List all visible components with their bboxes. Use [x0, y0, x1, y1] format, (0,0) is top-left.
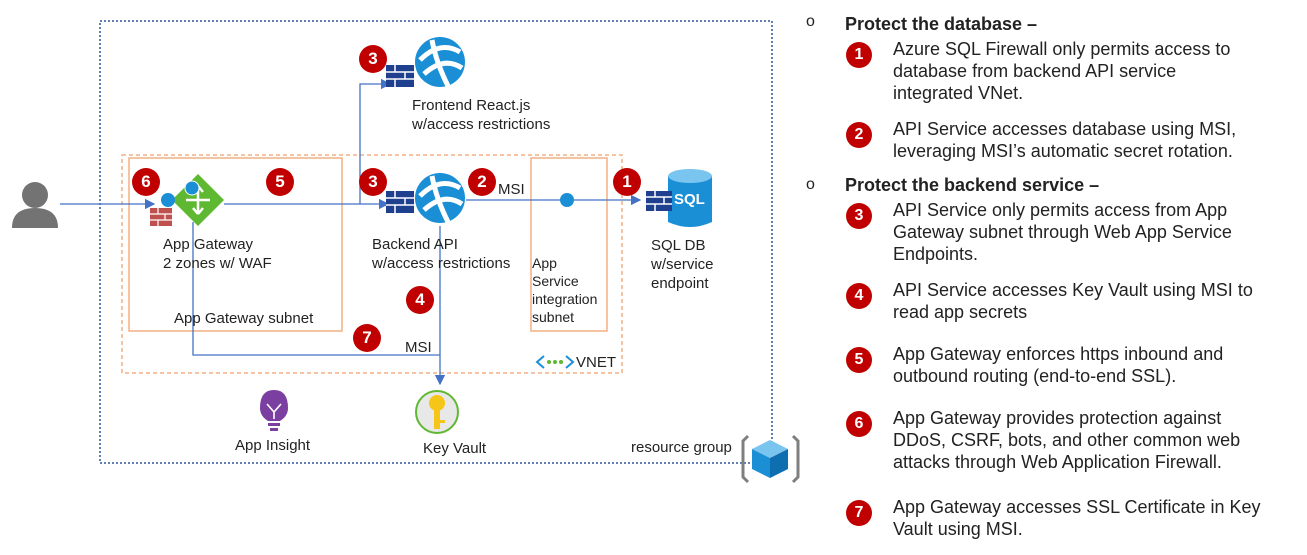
msi-label-top: MSI: [498, 181, 525, 198]
app-insight-label: App Insight: [235, 437, 311, 454]
section-bullet: o: [806, 176, 815, 193]
gateway-to-frontend-line: [359, 78, 392, 204]
vnet-boundary: [121, 154, 623, 374]
app-gateway-subnet-box: [128, 157, 343, 332]
badge-keyvault-api: 4: [406, 286, 434, 314]
gateway-to-keyvault-line: [192, 222, 440, 356]
backend-firewall-icon: [386, 191, 414, 213]
legend-item-2: 2 API Service accesses database using MS…: [846, 118, 1306, 162]
key-vault-label: Key Vault: [423, 440, 487, 457]
badge-msi: 2: [468, 168, 496, 196]
resource-group-label: resource group: [631, 439, 732, 456]
integration-endpoint-dot: [560, 193, 574, 207]
diagram-canvas: [12, 20, 800, 484]
integration-subnet-box: [530, 157, 608, 332]
legend-text-3: API Service only permits access from App…: [893, 200, 1232, 264]
app-gateway-icon: [172, 174, 224, 226]
waf-firewall-icon: [150, 208, 172, 226]
section-title-backend: Protect the backend service –: [845, 175, 1100, 195]
vnet-label: VNET: [576, 354, 617, 371]
legend-badge-3: 3: [846, 203, 872, 229]
legend-badge-1: 1: [846, 42, 872, 68]
legend-item-5: 5 App Gateway enforces https inbound and…: [846, 343, 1306, 387]
badge-waf: 6: [132, 168, 160, 196]
resource-group-icon: [741, 434, 800, 484]
legend-item-4: 4 API Service accesses Key Vault using M…: [846, 279, 1306, 323]
badge-backend: 3: [359, 168, 387, 196]
sql-icon-text: SQL: [674, 191, 705, 208]
legend-text-1: Azure SQL Firewall only permits access t…: [893, 39, 1231, 103]
waf-network-icon: [161, 193, 175, 207]
legend-panel: o Protect the database – 1 Azure SQL Fir…: [800, 0, 1307, 555]
legend-text-4: API Service accesses Key Vault using MSI…: [893, 280, 1253, 322]
badge-keyvault-gateway: 7: [353, 324, 381, 352]
badge-sql: 1: [613, 168, 641, 196]
user-icon: [12, 182, 58, 228]
legend-badge-6: 6: [846, 411, 872, 437]
app-gateway-subnet-label: App Gateway subnet: [174, 310, 314, 327]
legend-badge-7: 7: [846, 500, 872, 526]
legend-item-6: 6 App Gateway provides protection agains…: [846, 407, 1306, 473]
vnet-icon: [535, 355, 575, 369]
legend-item-1: 1 Azure SQL Firewall only permits access…: [846, 38, 1306, 104]
badge-https: 5: [266, 168, 294, 196]
legend-badge-4: 4: [846, 283, 872, 309]
legend-text-7: App Gateway accesses SSL Certificate in …: [893, 497, 1261, 539]
app-insight-icon: [260, 390, 288, 431]
backend-app-service-icon: [415, 173, 465, 224]
badge-frontend: 3: [359, 45, 387, 73]
legend-badge-5: 5: [846, 347, 872, 373]
frontend-app-service-icon: [415, 37, 465, 88]
legend-badge-2: 2: [846, 122, 872, 148]
section-title-database: Protect the database –: [845, 14, 1038, 34]
section-bullet: o: [806, 13, 815, 30]
frontend-firewall-icon: [386, 65, 414, 87]
resource-group-boundary: [99, 20, 773, 464]
legend-item-3: 3 API Service only permits access from A…: [846, 199, 1306, 265]
sql-firewall-icon: [646, 191, 672, 211]
legend-item-7: 7 App Gateway accesses SSL Certificate i…: [846, 496, 1306, 540]
msi-label-bottom: MSI: [405, 339, 432, 356]
legend-text-2: API Service accesses database using MSI,…: [893, 119, 1237, 161]
connectors: [60, 78, 642, 386]
key-vault-icon: [415, 390, 459, 434]
sql-db-icon: [668, 169, 712, 227]
